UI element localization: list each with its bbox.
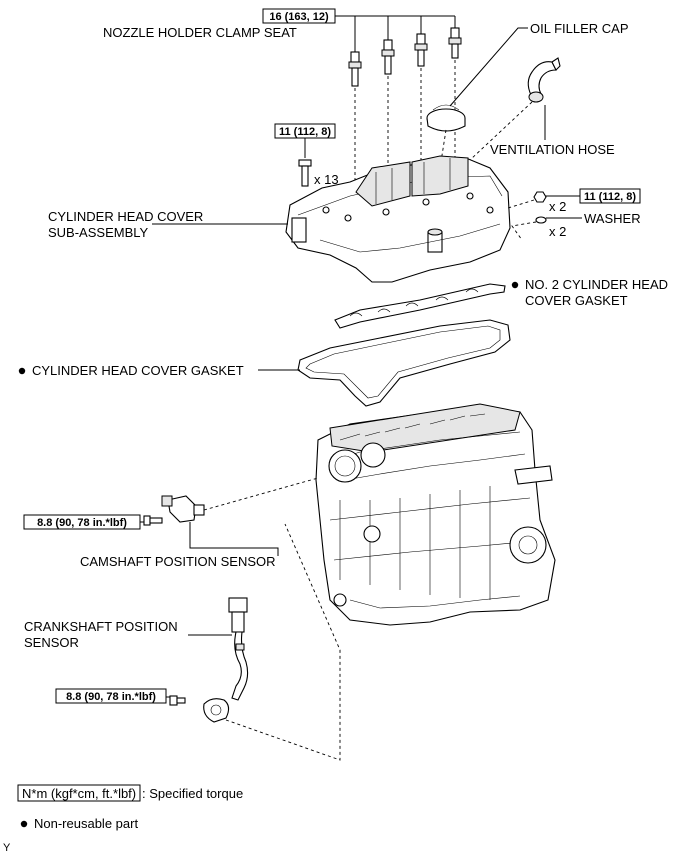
crankshaft-sensor-label-2: SENSOR	[24, 635, 79, 650]
camshaft-sensor-bolt	[143, 515, 163, 526]
nut-quantity: x 2	[549, 199, 566, 214]
legend-torque-units: N*m (kgf*cm, ft.*lbf)	[22, 786, 136, 801]
legend-torque-box	[17, 784, 141, 802]
ventilation-hose	[527, 57, 561, 103]
crankshaft-sensor-label-1: CRANKSHAFT POSITION	[24, 619, 178, 634]
ventilation-hose-label: VENTILATION HOSE	[490, 142, 615, 157]
cylinder-head-cover-label-1: CYLINDER HEAD COVER	[48, 209, 203, 224]
no2-gasket-label-1: NO. 2 CYLINDER HEAD	[525, 277, 668, 292]
crankshaft-position-sensor	[203, 597, 249, 723]
no2-gasket-label-2: COVER GASKET	[525, 293, 628, 308]
crankshaft-sensor-torque-callout: 8.8 (90, 78 in.*lbf)	[55, 688, 170, 704]
cylinder-head-cover	[285, 155, 511, 283]
bolt-quantity: x 13	[314, 172, 339, 187]
nozzle-seat-1	[348, 51, 362, 87]
nozzle-torque-value: 16 (163, 12)	[269, 11, 329, 23]
nozzle-torque-callout: 16 (163, 12)	[262, 8, 456, 52]
crankshaft-sensor-torque-box	[55, 688, 167, 704]
nozzle-seat-3	[414, 33, 428, 67]
head-cover-bolt	[298, 159, 312, 187]
nozzle-holder-clamp-seat-label: NOZZLE HOLDER CLAMP SEAT	[103, 25, 297, 40]
cylinder-head-cover-gasket-label: CYLINDER HEAD COVER GASKET	[32, 363, 244, 378]
head-cover-nut-torque-value: 11 (112, 8)	[584, 191, 636, 203]
head-cover-nut-torque-callout: 11 (112, 8)	[545, 188, 641, 204]
head-cover-bolt-torque-value: 11 (112, 8)	[279, 126, 331, 138]
non-reusable-mark-no2-gasket	[511, 281, 519, 289]
legend-non-reusable-mark	[20, 820, 28, 828]
legend-non-reusable-label: Non-reusable part	[34, 816, 138, 831]
engine-block	[315, 403, 556, 626]
cylinder-head-cover-label-2: SUB-ASSEMBLY	[48, 225, 149, 240]
nozzle-seat-2	[381, 39, 395, 75]
non-reusable-mark-head-cover-gasket	[18, 367, 26, 375]
camshaft-sensor-torque-callout: 8.8 (90, 78 in.*lbf)	[23, 514, 144, 530]
no2-cylinder-head-cover-gasket	[334, 283, 506, 329]
head-cover-bolt-torque-callout: 11 (112, 8)	[274, 123, 336, 158]
oil-filler-cap-label: OIL FILLER CAP	[530, 21, 629, 36]
washer	[535, 216, 547, 224]
crankshaft-sensor-torque-value: 8.8 (90, 78 in.*lbf)	[66, 691, 156, 703]
legend-torque-description: : Specified torque	[142, 786, 243, 801]
corner-mark: Y	[3, 842, 11, 854]
camshaft-sensor-torque-value: 8.8 (90, 78 in.*lbf)	[37, 517, 127, 529]
camshaft-position-sensor-label: CAMSHAFT POSITION SENSOR	[80, 554, 276, 569]
cylinder-head-cover-gasket	[297, 319, 511, 407]
washer-label: WASHER	[584, 211, 641, 226]
crankshaft-sensor-bolt	[169, 695, 186, 706]
camshaft-position-sensor	[161, 495, 205, 523]
oil-filler-cap	[426, 104, 466, 132]
nozzle-seat-4	[448, 27, 462, 59]
washer-quantity: x 2	[549, 224, 566, 239]
legend: N*m (kgf*cm, ft.*lbf) : Specified torque…	[17, 784, 243, 831]
nozzle-holder-clamp-seats	[348, 27, 462, 87]
head-cover-nut	[533, 191, 547, 203]
